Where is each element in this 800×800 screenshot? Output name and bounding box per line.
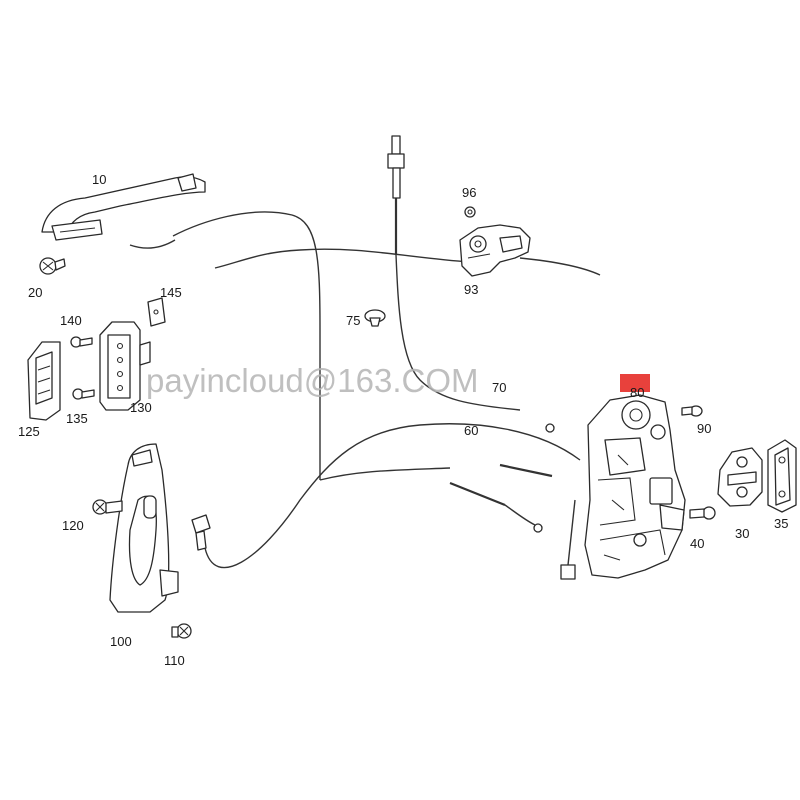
gasket [767, 439, 797, 513]
handle-bezel [27, 341, 61, 421]
callout-145: 145 [160, 285, 182, 300]
screw-40 [689, 506, 716, 520]
screw-140 [70, 336, 93, 348]
highlight-marker [620, 374, 650, 392]
callout-140: 140 [60, 313, 82, 328]
callout-20: 20 [28, 285, 42, 300]
screw-110 [171, 623, 192, 639]
screw-20 [39, 257, 66, 275]
rod-end-connector [387, 135, 405, 199]
callout-labels: 10 20 30 35 40 60 70 75 80 90 93 96 100 … [18, 172, 788, 668]
screw-90 [681, 405, 703, 417]
callout-125: 125 [18, 424, 40, 439]
callout-96: 96 [462, 185, 476, 200]
callout-60: 60 [464, 423, 478, 438]
interior-handle [109, 443, 179, 613]
cable-ring-end [533, 423, 555, 533]
callout-135: 135 [66, 411, 88, 426]
callout-110: 110 [164, 653, 185, 668]
screw-96 [464, 206, 476, 218]
callout-80: 80 [630, 385, 644, 400]
plug-75 [364, 309, 386, 327]
callout-35: 35 [774, 516, 788, 531]
callout-70: 70 [492, 380, 506, 395]
callout-40: 40 [690, 536, 704, 551]
callout-90: 90 [697, 421, 711, 436]
screw-120 [92, 499, 123, 515]
outer-door-handle [41, 173, 206, 241]
clip-145 [147, 297, 166, 327]
callout-75: 75 [346, 313, 360, 328]
callout-120: 120 [62, 518, 84, 533]
callout-10: 10 [92, 172, 106, 187]
handle-housing [99, 321, 151, 411]
callout-130: 130 [130, 400, 152, 415]
door-lock [584, 394, 686, 579]
callout-100: 100 [110, 634, 132, 649]
screw-135 [72, 388, 95, 400]
cable-plug [560, 564, 576, 580]
callout-93: 93 [464, 282, 478, 297]
watermark: payincloud@163.COM [146, 362, 479, 399]
striker [717, 447, 763, 507]
callout-30: 30 [735, 526, 749, 541]
lock-actuator [459, 224, 531, 277]
cable-end-fitting [191, 514, 211, 551]
cable-routing [129, 140, 601, 569]
